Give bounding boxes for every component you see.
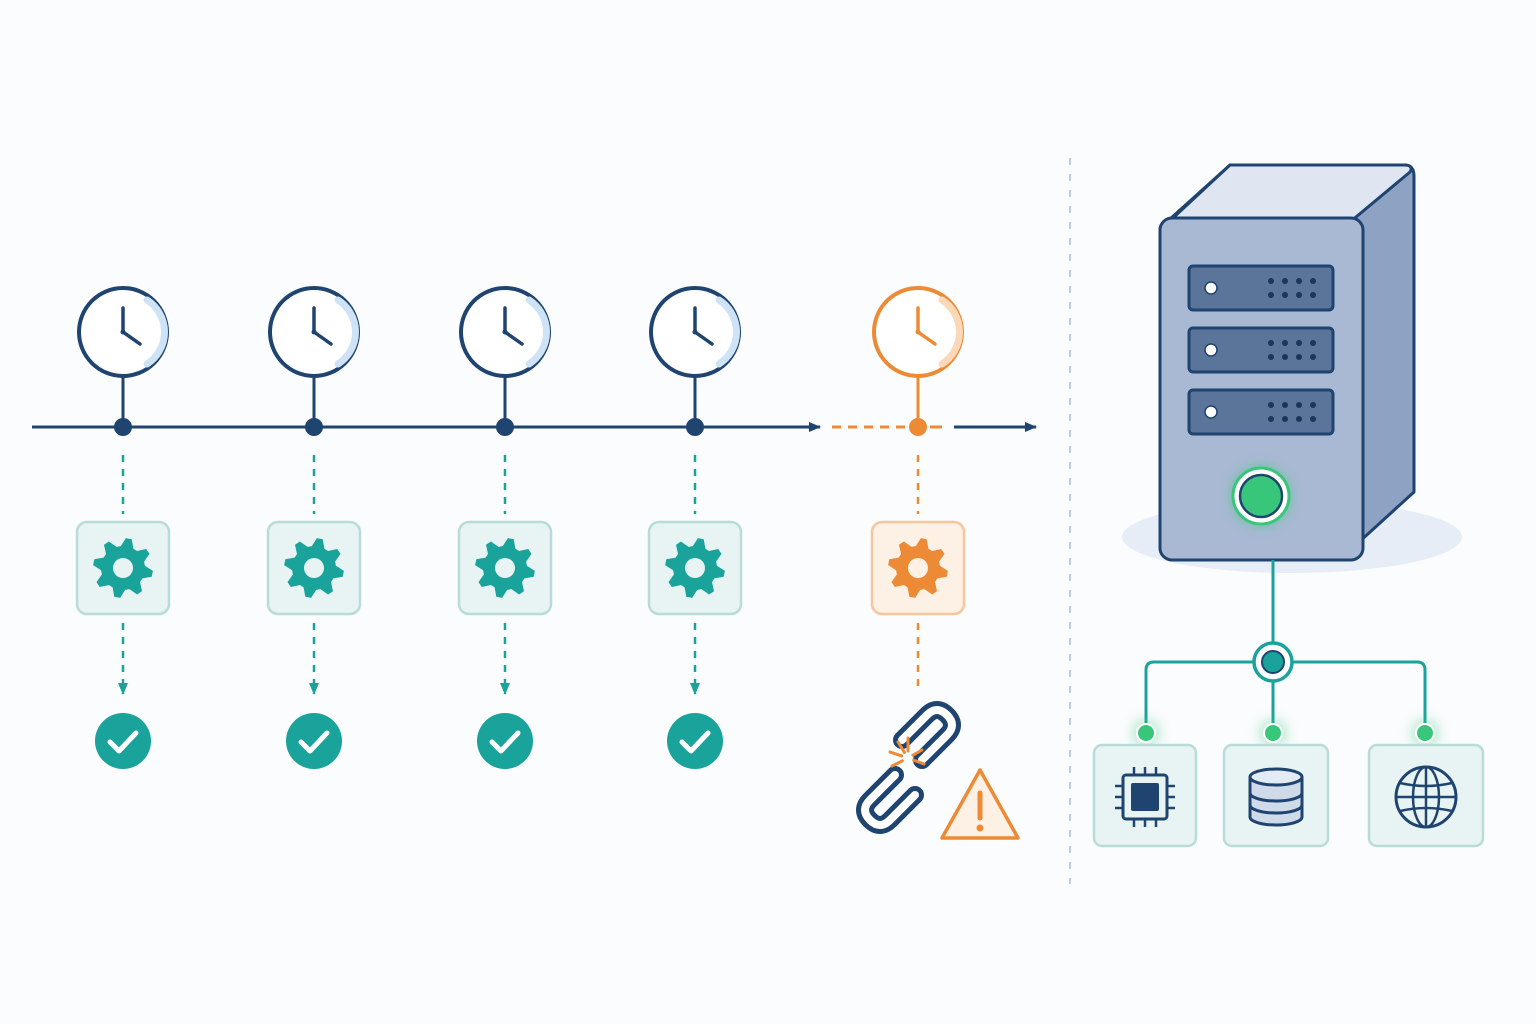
server-bay bbox=[1187, 388, 1335, 436]
database-icon bbox=[1248, 767, 1304, 827]
timeline-node bbox=[496, 418, 514, 436]
timeline-step-2 bbox=[266, 286, 362, 769]
timeline-step-4 bbox=[647, 286, 743, 769]
resource-connector bbox=[1144, 560, 1427, 733]
timeline-step-1 bbox=[75, 286, 171, 769]
server-bay bbox=[1187, 264, 1335, 312]
timeline-step-3 bbox=[457, 286, 553, 769]
timeline-node bbox=[305, 418, 323, 436]
gear-icon bbox=[665, 538, 725, 598]
resource-card bbox=[1222, 719, 1330, 848]
server-bays bbox=[1187, 264, 1335, 436]
globe-icon bbox=[1394, 765, 1458, 829]
clock-icon bbox=[649, 286, 741, 378]
timeline-node bbox=[114, 418, 132, 436]
server-tower-icon bbox=[1122, 163, 1462, 573]
task-card bbox=[266, 520, 362, 616]
gear-icon bbox=[93, 538, 153, 598]
warning-icon bbox=[940, 768, 1020, 840]
check-circle-icon bbox=[95, 713, 151, 769]
timeline-node bbox=[909, 418, 927, 436]
task-card bbox=[75, 520, 171, 616]
gear-icon bbox=[888, 538, 948, 598]
cpu-chip-icon bbox=[1115, 767, 1175, 827]
clock-icon bbox=[77, 286, 169, 378]
timeline-node bbox=[686, 418, 704, 436]
check-circle-icon bbox=[477, 713, 533, 769]
resource-cards bbox=[1092, 719, 1485, 848]
task-card bbox=[457, 520, 553, 616]
check-circle-icon bbox=[286, 713, 342, 769]
power-led bbox=[1231, 466, 1291, 526]
timeline-steps bbox=[75, 286, 1020, 840]
gear-icon bbox=[475, 538, 535, 598]
resource-card bbox=[1367, 719, 1485, 848]
timeline-step-5 bbox=[856, 286, 1020, 840]
gear-icon bbox=[284, 538, 344, 598]
task-card bbox=[870, 520, 966, 616]
clock-icon bbox=[268, 286, 360, 378]
clock-icon bbox=[872, 286, 964, 378]
task-card bbox=[647, 520, 743, 616]
broken-link-icon bbox=[856, 701, 961, 834]
server-bay bbox=[1187, 326, 1335, 374]
resource-card bbox=[1092, 719, 1198, 848]
check-circle-icon bbox=[667, 713, 723, 769]
clock-icon bbox=[459, 286, 551, 378]
